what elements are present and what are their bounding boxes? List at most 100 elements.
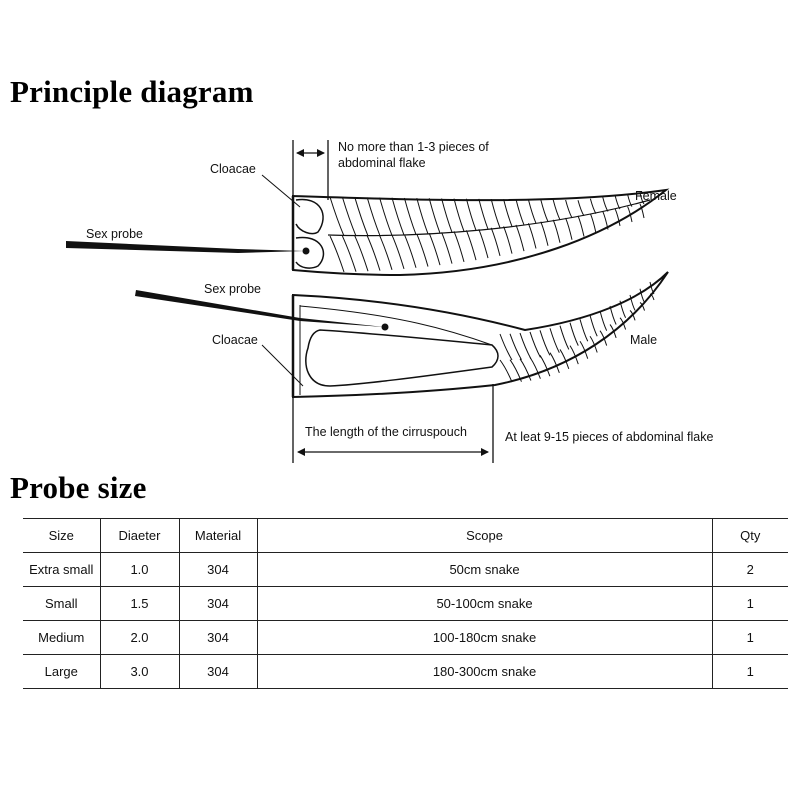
- cirrus-length-label: The length of the cirruspouch: [305, 425, 467, 439]
- scale-stroke: [354, 197, 369, 237]
- sex-probe-label-top: Sex probe: [86, 227, 143, 241]
- cell-scope: 50-100cm snake: [256, 586, 713, 621]
- column-header-size: Size: [23, 518, 101, 553]
- scales-limit-label-line2: abdominal flake: [338, 156, 426, 170]
- scale-stroke: [499, 333, 513, 361]
- scale-stroke: [629, 310, 636, 321]
- female-label: Female: [635, 189, 677, 203]
- scale-stroke: [490, 198, 501, 229]
- scale-stroke: [519, 332, 532, 360]
- scale-stroke: [609, 305, 617, 325]
- scale-stroke: [428, 198, 441, 234]
- scale-stroke: [569, 322, 579, 346]
- sex-probe-top: [66, 241, 310, 255]
- scale-stroke: [527, 223, 537, 249]
- scale-stroke: [549, 352, 560, 374]
- scale-stroke: [465, 198, 477, 231]
- scale-stroke: [416, 197, 429, 235]
- scale-stroke: [341, 197, 357, 237]
- scale-stroke: [529, 331, 541, 358]
- cell-qty: 1: [711, 620, 788, 655]
- scale-stroke: [649, 281, 655, 295]
- cell-scope: 50cm snake: [256, 552, 713, 587]
- scale-stroke: [619, 317, 627, 330]
- column-header-material: Material: [178, 518, 258, 553]
- scale-stroke: [569, 345, 579, 365]
- scale-stroke: [379, 197, 393, 236]
- pointer-lines: [261, 174, 304, 387]
- cell-size: Medium: [23, 620, 101, 655]
- scale-stroke: [453, 198, 465, 232]
- cell-size: Extra small: [23, 552, 101, 587]
- scale-stroke: [499, 359, 513, 383]
- scale-stroke: [527, 199, 537, 224]
- table-row: Small 1.5 304 50-100cm snake 1: [23, 586, 788, 621]
- cell-material: 304: [178, 654, 258, 689]
- female-scale-midline: [327, 199, 651, 237]
- scale-stroke: [589, 335, 598, 353]
- female-tail: [291, 188, 670, 277]
- scale-stroke: [341, 235, 357, 272]
- scale-stroke: [577, 215, 585, 237]
- scale-stroke: [478, 198, 489, 230]
- scale-stroke: [509, 333, 522, 360]
- scale-stroke: [559, 349, 570, 370]
- cell-material: 304: [178, 552, 258, 587]
- male-label: Male: [630, 333, 657, 347]
- scale-stroke: [416, 233, 429, 267]
- scale-stroke: [503, 199, 513, 227]
- scale-stroke: [639, 203, 645, 219]
- scale-stroke: [490, 227, 501, 257]
- scale-stroke: [539, 330, 551, 356]
- cell-size: Large: [23, 654, 101, 689]
- scale-stroke: [539, 355, 551, 377]
- cell-material: 304: [178, 620, 258, 655]
- male-scales: [499, 281, 655, 383]
- scale-stroke: [599, 330, 608, 346]
- scale-stroke: [629, 294, 636, 311]
- female-scales: [329, 192, 645, 273]
- cell-scope: 180-300cm snake: [256, 654, 713, 689]
- scale-stroke: [614, 208, 621, 226]
- column-header-scope: Scope: [256, 518, 713, 553]
- dimension-markers: [292, 140, 494, 463]
- scale-stroke: [565, 199, 573, 219]
- cirrus-pouch: [305, 329, 499, 387]
- scale-stroke: [552, 199, 561, 221]
- cell-qty: 1: [711, 586, 788, 621]
- probe-size-heading: Probe size: [10, 470, 147, 505]
- cell-qty: 2: [711, 552, 788, 587]
- scale-stroke: [639, 192, 645, 205]
- cloacae-label-bottom: Cloacae: [212, 333, 258, 347]
- scale-stroke: [579, 319, 589, 342]
- scale-stroke: [519, 358, 532, 381]
- scale-stroke: [379, 235, 393, 270]
- scale-stroke: [403, 197, 417, 235]
- scale-stroke: [589, 198, 597, 214]
- scale-stroke: [428, 232, 441, 266]
- cell-diameter: 2.0: [99, 620, 180, 655]
- scale-stroke: [649, 293, 655, 301]
- scale-stroke: [441, 232, 453, 264]
- scale-stroke: [552, 219, 561, 243]
- scale-stroke: [609, 324, 617, 339]
- scale-stroke: [540, 221, 549, 246]
- scale-stroke: [589, 213, 597, 234]
- scale-stroke: [589, 315, 598, 337]
- scale-stroke: [441, 198, 453, 233]
- scale-stroke: [627, 194, 633, 207]
- scale-stroke: [619, 300, 627, 318]
- scale-stroke: [509, 359, 522, 382]
- scale-stroke: [366, 235, 381, 271]
- scale-stroke: [453, 231, 465, 263]
- scale-stroke: [329, 235, 345, 273]
- scale-stroke: [391, 197, 405, 236]
- scale-stroke: [354, 235, 369, 272]
- table-header-row: Size Diaeter Material Scope Qty: [23, 518, 788, 553]
- scale-stroke: [614, 195, 621, 210]
- scale-stroke: [515, 199, 525, 226]
- cell-size: Small: [23, 586, 101, 621]
- cell-diameter: 3.0: [99, 654, 180, 689]
- scale-stroke: [329, 196, 345, 237]
- sex-probe-bottom: [135, 290, 389, 331]
